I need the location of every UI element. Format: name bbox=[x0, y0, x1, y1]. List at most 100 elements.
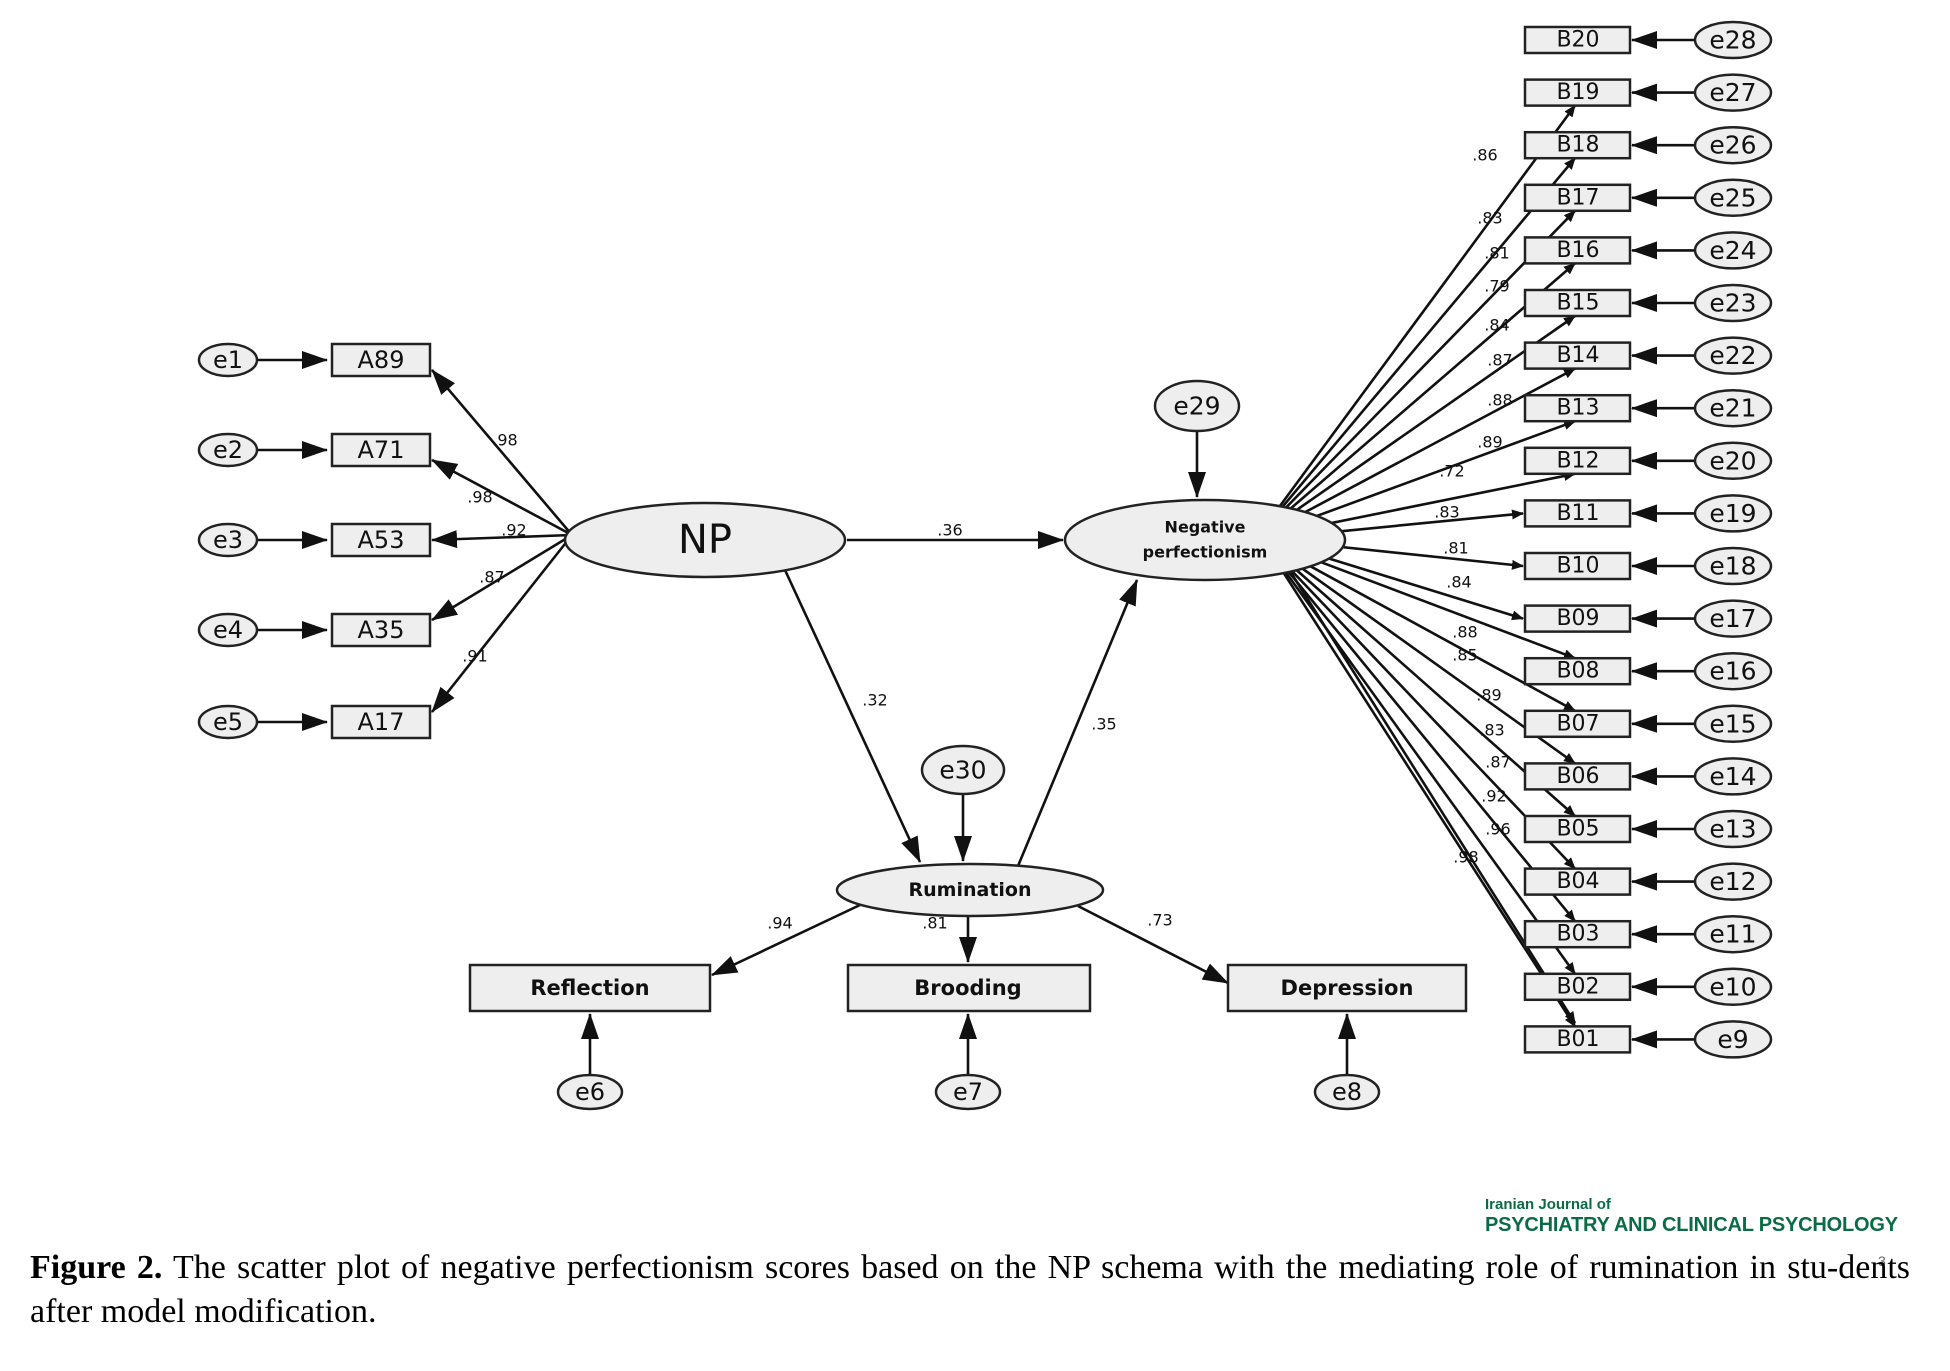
loading-path-B01 bbox=[1282, 572, 1577, 1028]
loading-path-A17 bbox=[430, 534, 574, 713]
path-value-np-to-negative: .36 bbox=[937, 521, 962, 540]
indicator-box-B01 bbox=[1523, 1025, 1632, 1054]
page-number: 3 bbox=[1878, 1253, 1886, 1269]
indicator-label-B04: B04 bbox=[1556, 869, 1599, 894]
indicator-box-B06 bbox=[1523, 762, 1632, 791]
indicator-label-B14: B14 bbox=[1556, 343, 1599, 368]
journal-logo-line1: Iranian Journal of bbox=[1485, 1196, 1611, 1213]
error-ellipse-e8 bbox=[1313, 1073, 1381, 1111]
loading-value-A53: .92 bbox=[501, 521, 526, 540]
loading-value-B10: .83 bbox=[1434, 503, 1459, 522]
error-label-e5: e5 bbox=[213, 708, 243, 736]
error-ellipse-e29 bbox=[1153, 379, 1241, 433]
loading-path-B08 bbox=[1283, 546, 1576, 660]
error-label-e25: e25 bbox=[1709, 183, 1756, 212]
loading-value-B14: .87 bbox=[1487, 351, 1512, 370]
error-ellipse-e27 bbox=[1693, 73, 1773, 112]
error-label-e2: e2 bbox=[213, 436, 243, 464]
error-label-e27: e27 bbox=[1709, 78, 1756, 107]
error-ellipse-e26 bbox=[1693, 125, 1773, 165]
loading-value-B07: .88 bbox=[1452, 623, 1477, 642]
loading-value-B04: .83 bbox=[1479, 721, 1504, 740]
indicator-label-B05: B05 bbox=[1556, 817, 1599, 842]
indicator-label-B11: B11 bbox=[1556, 501, 1599, 526]
error-ellipse-e6 bbox=[556, 1073, 624, 1111]
error-label-e26: e26 bbox=[1709, 131, 1756, 160]
indicator-box-B03 bbox=[1523, 919, 1632, 949]
indicator-box-B02 bbox=[1523, 972, 1632, 1002]
loading-value-brooding: .81 bbox=[922, 914, 947, 933]
indicator-label-B09: B09 bbox=[1556, 606, 1599, 631]
figure-caption: Figure 2. The scatter plot of negative p… bbox=[30, 1246, 1910, 1334]
indicator-box-B11 bbox=[1523, 499, 1632, 528]
indicator-box-A35 bbox=[330, 612, 432, 648]
indicator-label-A89: A89 bbox=[358, 346, 405, 374]
indicator-box-B08 bbox=[1523, 656, 1632, 686]
loading-value-B17: .81 bbox=[1484, 244, 1509, 263]
indicator-box-B15 bbox=[1523, 288, 1632, 318]
error-ellipse-e11 bbox=[1693, 914, 1773, 954]
indicator-label-B16: B16 bbox=[1556, 238, 1599, 263]
error-ellipse-e13 bbox=[1693, 809, 1773, 849]
error-label-e12: e12 bbox=[1709, 867, 1756, 896]
indicator-label-B18: B18 bbox=[1556, 133, 1599, 158]
error-ellipse-e15 bbox=[1693, 704, 1773, 744]
indicator-label-B13: B13 bbox=[1556, 396, 1599, 421]
loading-value-B12: .89 bbox=[1477, 433, 1502, 452]
loading-value-extra: .98 bbox=[1453, 848, 1478, 867]
error-label-e19: e19 bbox=[1709, 499, 1756, 528]
indicator-label-A35: A35 bbox=[358, 616, 405, 644]
indicator-box-reflection bbox=[468, 963, 712, 1013]
indicator-box-B04 bbox=[1523, 867, 1632, 896]
error-ellipse-e21 bbox=[1693, 388, 1773, 428]
indicator-box-B10 bbox=[1523, 551, 1632, 581]
error-ellipse-e4 bbox=[197, 612, 259, 648]
indicator-label-B20: B20 bbox=[1556, 28, 1599, 53]
indicator-box-B07 bbox=[1523, 709, 1632, 739]
error-label-e22: e22 bbox=[1709, 341, 1756, 370]
error-label-e9: e9 bbox=[1717, 1025, 1748, 1054]
error-ellipse-e24 bbox=[1693, 231, 1773, 270]
indicator-box-A53 bbox=[330, 522, 432, 558]
loading-path-A35 bbox=[431, 533, 573, 622]
latent-negative-perfectionism bbox=[1063, 498, 1347, 582]
indicator-box-depression bbox=[1226, 963, 1468, 1013]
error-label-e15: e15 bbox=[1709, 709, 1756, 738]
loading-value-A35: .87 bbox=[479, 568, 504, 587]
error-ellipse-e23 bbox=[1693, 283, 1773, 323]
loading-value-B03: .87 bbox=[1485, 753, 1510, 772]
error-label-e23: e23 bbox=[1709, 289, 1756, 318]
latent-rumination-label: Rumination bbox=[909, 879, 1032, 901]
indicator-label-A53: A53 bbox=[358, 526, 405, 554]
indicator-box-B19 bbox=[1523, 78, 1632, 107]
loading-value-B02: .92 bbox=[1481, 787, 1506, 806]
error-label-e4: e4 bbox=[213, 616, 243, 644]
error-ellipse-e19 bbox=[1693, 494, 1773, 533]
error-ellipse-e17 bbox=[1693, 599, 1773, 638]
figure-caption-text: The scatter plot of negative perfectioni… bbox=[30, 1249, 1911, 1330]
loading-path-B18 bbox=[1277, 157, 1576, 514]
indicator-box-B14 bbox=[1523, 341, 1632, 370]
indicator-box-B17 bbox=[1523, 183, 1632, 213]
error-ellipse-e28 bbox=[1693, 20, 1773, 60]
path-value-rumination-to-negative: .35 bbox=[1091, 715, 1116, 734]
indicator-box-B20 bbox=[1523, 25, 1632, 55]
loading-path-reflection bbox=[711, 903, 861, 977]
error-ellipse-e9 bbox=[1693, 1020, 1773, 1059]
error-label-e6: e6 bbox=[575, 1078, 605, 1106]
latent-rumination bbox=[835, 862, 1105, 918]
figure-caption-label: Figure 2. bbox=[30, 1249, 163, 1286]
indicator-box-brooding bbox=[846, 963, 1092, 1013]
indicator-label-B01: B01 bbox=[1556, 1027, 1599, 1052]
error-label-e10: e10 bbox=[1709, 972, 1756, 1001]
indicator-label-B07: B07 bbox=[1556, 711, 1599, 736]
indicator-box-B05 bbox=[1523, 814, 1632, 844]
error-ellipse-e16 bbox=[1693, 651, 1773, 691]
error-label-e28: e28 bbox=[1709, 26, 1756, 55]
error-ellipse-e18 bbox=[1693, 546, 1773, 586]
error-ellipse-e7 bbox=[934, 1073, 1002, 1111]
loading-value-B11: .72 bbox=[1439, 462, 1464, 481]
indicator-label-B15: B15 bbox=[1556, 291, 1599, 316]
error-label-e24: e24 bbox=[1709, 236, 1756, 265]
